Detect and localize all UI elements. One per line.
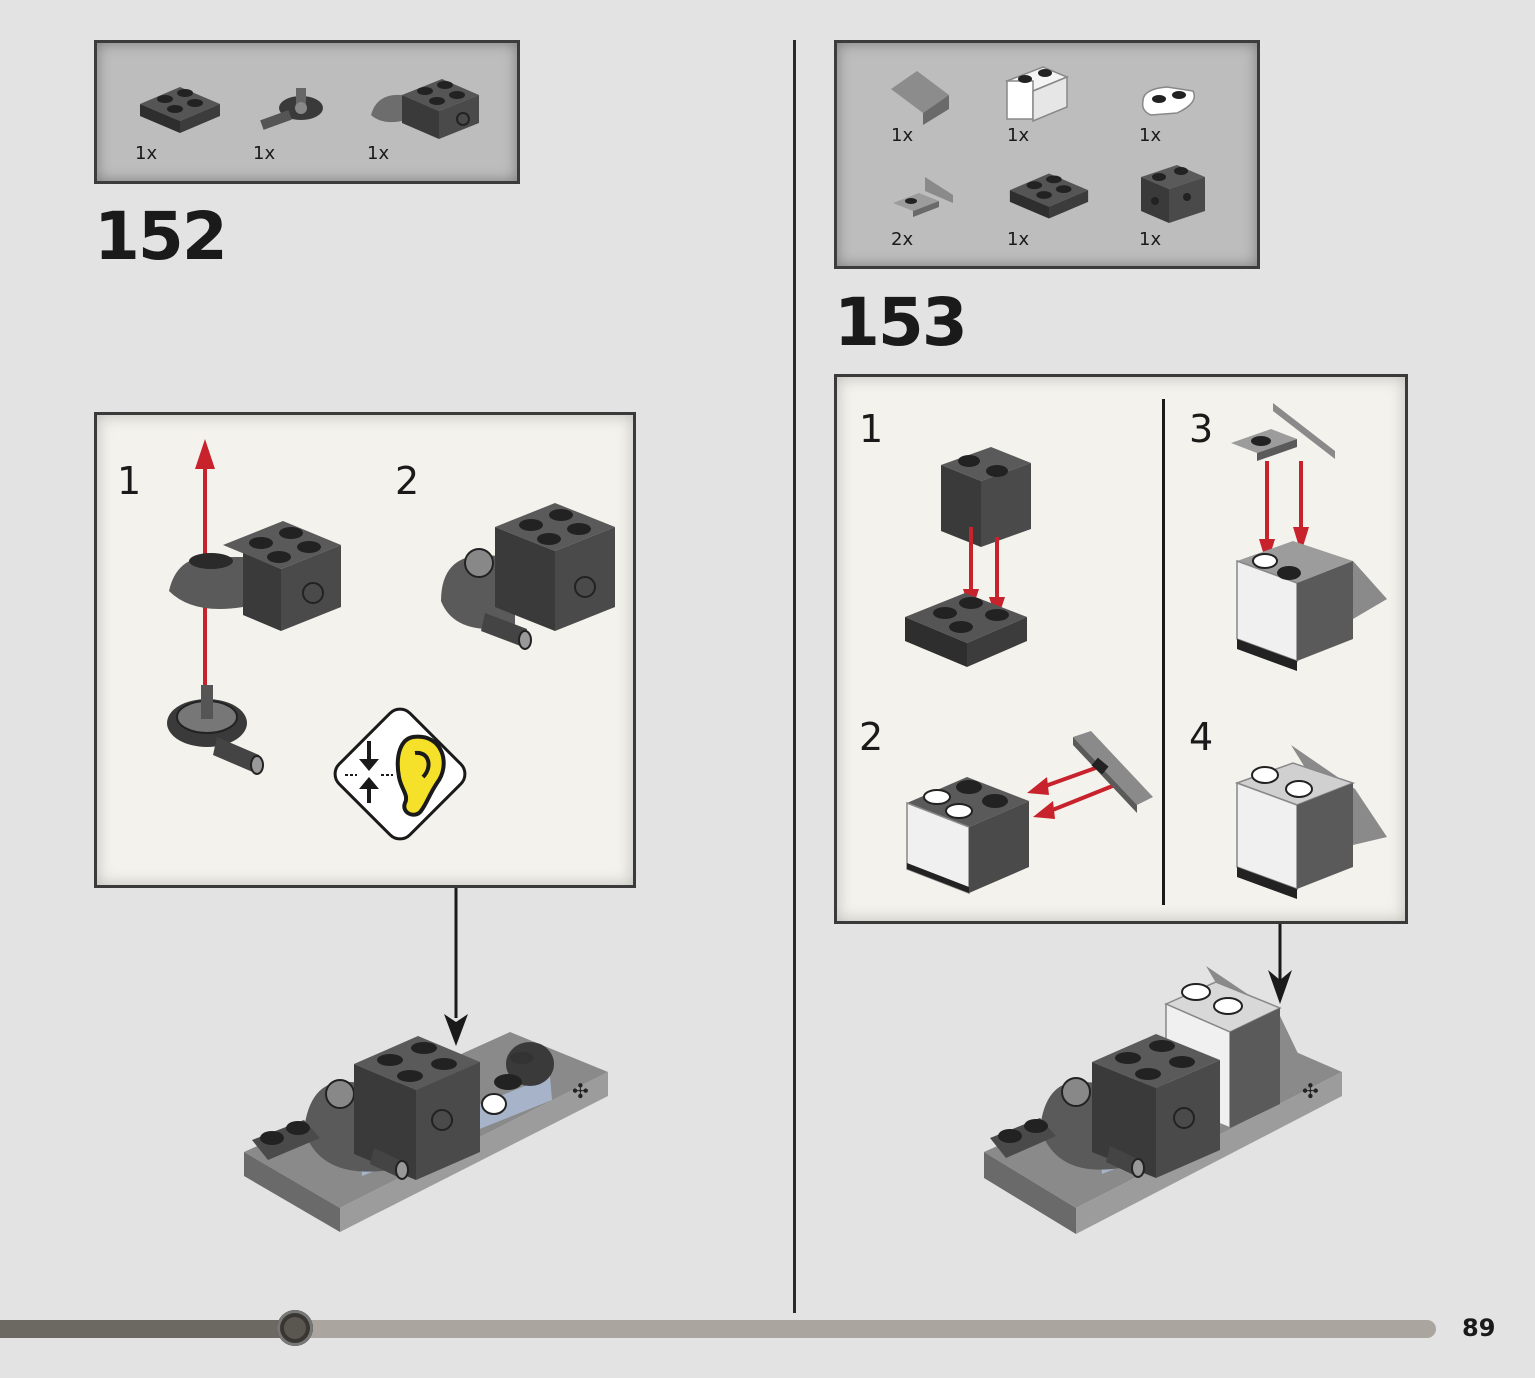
rounded-brick-icon [1004, 66, 1069, 123]
part-qty: 1x [1007, 125, 1030, 146]
parts-list-153: 1x 1x 1x 2x 1x 1x [834, 40, 1260, 269]
assembled-stack-icon [1236, 541, 1387, 671]
parts-list-152: 1x 1x 1x [94, 40, 520, 184]
part-qty: 1x [1139, 229, 1162, 250]
turntable-part-icon [167, 685, 264, 775]
slope-icon [891, 71, 949, 125]
page-number: 89 [1462, 1314, 1496, 1342]
progress-fill [0, 1320, 295, 1338]
brick-with-hole-icon [371, 79, 479, 139]
click-sound-ear-icon [333, 707, 467, 841]
plate-2x2-part-icon [905, 593, 1027, 667]
progress-knob [277, 1310, 313, 1346]
svg-text:✣: ✣ [1302, 1079, 1319, 1103]
progress-track [0, 1310, 1436, 1346]
connector-arrow-icon [1268, 924, 1292, 1004]
substep-number: 3 [1189, 407, 1214, 451]
substep-number: 2 [395, 459, 420, 503]
svg-text:✣: ✣ [572, 1079, 589, 1103]
step-number-153: 153 [834, 284, 968, 361]
assembled-stack-icon [1234, 745, 1387, 899]
part-qty: 1x [1007, 229, 1030, 250]
rounded-plate-icon [1141, 86, 1195, 116]
connector-arrow-icon [444, 888, 468, 1046]
bracket-part-icon [1231, 403, 1335, 461]
substep-number: 4 [1189, 715, 1214, 759]
bracket-icon [893, 177, 953, 217]
part-qty: 2x [891, 229, 914, 250]
plate-2x2-icon [1009, 173, 1089, 219]
brick-stack-icon [906, 777, 1029, 895]
substep-divider [1162, 399, 1165, 905]
part-qty: 1x [253, 143, 276, 164]
brick-1x2-part-icon [941, 447, 1031, 547]
substep-panel-152: 1 2 [94, 412, 636, 888]
model-illustration-153: ✣ [984, 966, 1342, 1234]
part-qty: 1x [135, 143, 158, 164]
substep-number: 1 [859, 407, 884, 451]
assembled-brick-icon [441, 503, 615, 650]
brick-1x2-icon [1141, 165, 1205, 223]
substep-panel-153: 1 2 3 4 [834, 374, 1408, 924]
page-divider [793, 40, 796, 1313]
substep-number: 2 [859, 715, 884, 759]
brick-with-turntable-icon [169, 521, 341, 631]
part-qty: 1x [891, 125, 914, 146]
substep-number: 1 [117, 459, 142, 503]
model-illustration-152: ✣ [244, 1032, 608, 1232]
part-qty: 1x [1139, 125, 1162, 146]
step-number-152: 152 [94, 198, 228, 275]
turntable-base-icon [260, 88, 323, 130]
plate-2x2-icon [140, 87, 220, 133]
assembly-arrow-icon [1027, 759, 1116, 819]
part-qty: 1x [367, 143, 390, 164]
bracket-part-icon [1073, 731, 1153, 813]
